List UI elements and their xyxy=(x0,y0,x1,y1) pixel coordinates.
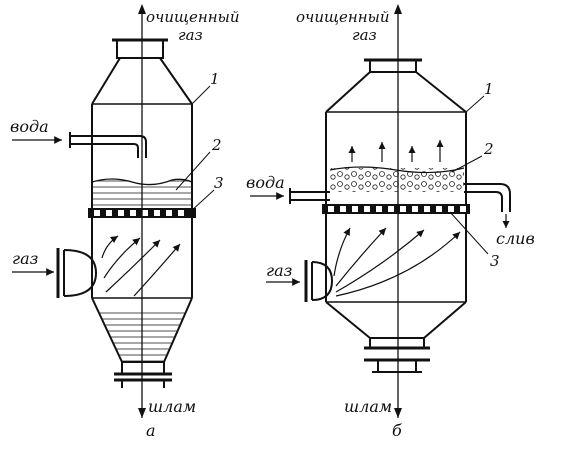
apparatus-a-callout-3: 3 xyxy=(214,174,224,192)
apparatus-a-label-top-1: очищенный xyxy=(146,8,240,26)
apparatus-b-label-top-1: очищенный xyxy=(296,8,390,26)
apparatus-a-label-sludge: шлам xyxy=(148,397,196,416)
apparatus-b-flow-arrows xyxy=(333,227,461,297)
apparatus-a-label-top-2: газ xyxy=(178,26,203,44)
apparatus-a-axis-bottom-arrow xyxy=(138,408,146,418)
apparatus-b-label-water: вода xyxy=(246,173,285,192)
apparatus-b-callout-3: 3 xyxy=(490,252,500,270)
apparatus-a-flow-arrows xyxy=(101,235,181,297)
apparatus-a-top-flange xyxy=(112,38,168,59)
apparatus-a-top-cone xyxy=(91,57,193,105)
apparatus-b-label-sludge: шлам xyxy=(344,397,392,416)
apparatus-b-rising-arrows xyxy=(348,140,444,162)
apparatus-a-label-water: вода xyxy=(10,117,49,136)
apparatus-a xyxy=(12,4,215,418)
apparatus-b-gas-inlet xyxy=(304,260,334,302)
apparatus-a-gas-inlet xyxy=(56,248,98,298)
apparatus-a-bottom-outlet xyxy=(114,361,172,388)
apparatus-a-water-pipe xyxy=(70,135,147,158)
apparatus-a-callout-2: 2 xyxy=(211,136,222,154)
apparatus-b-label-drain: слив xyxy=(496,229,535,248)
apparatus-b-axis-top-arrow xyxy=(394,4,402,14)
apparatus-b-drain-pipe xyxy=(464,183,511,212)
apparatus-b-label-gas: газ xyxy=(266,261,292,280)
apparatus-b-sublabel: б xyxy=(392,421,402,440)
apparatus-b-bottom-cone xyxy=(325,301,467,339)
apparatus-a-label-gas: газ xyxy=(12,249,38,268)
apparatus-b-water-pipe xyxy=(289,188,330,204)
apparatus-a-sublabel: а xyxy=(146,421,156,440)
apparatus-a-axis-top-arrow xyxy=(138,4,146,14)
apparatus-b-callout-2: 2 xyxy=(483,140,494,158)
apparatus-a-callout-1: 1 xyxy=(210,70,220,88)
apparatus-b xyxy=(250,4,511,418)
apparatus-b-top-flange xyxy=(364,58,422,73)
apparatus-b-perforated-plate xyxy=(322,204,470,214)
apparatus-b-bottom-outlet xyxy=(364,337,430,373)
apparatus-b-callout-1: 1 xyxy=(484,80,494,98)
apparatus-b-top-cone xyxy=(325,71,467,113)
apparatus-b-axis-bottom-arrow xyxy=(394,408,402,418)
apparatus-b-label-top-2: газ xyxy=(352,26,377,44)
